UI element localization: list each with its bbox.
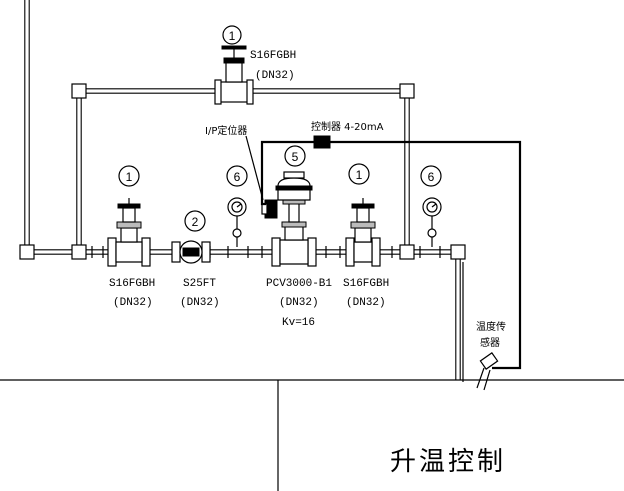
svg-text:1: 1 — [356, 168, 363, 182]
main-pipeline — [24, 0, 464, 382]
outlet-valve-tag: 1 — [348, 163, 370, 185]
positioner-label: I/P定位器 — [205, 124, 247, 137]
ip-positioner — [261, 199, 278, 219]
svg-text:2: 2 — [192, 215, 199, 229]
svg-text:1: 1 — [126, 170, 133, 184]
sensor-label-line1: 温度传 — [476, 320, 506, 333]
sensor-label-line2: 感器 — [480, 336, 500, 349]
strainer-size: (DN32) — [180, 297, 220, 309]
outlet-valve-size: (DN32) — [346, 297, 386, 309]
strainer-tag: 2 — [184, 210, 206, 232]
strainer — [171, 240, 211, 264]
control-valve-kv: Kv=16 — [282, 317, 315, 329]
controller-box — [313, 135, 331, 149]
gauge-left-tag: 6 — [226, 165, 248, 187]
positioner-leader — [245, 135, 264, 201]
outlet-globe-valve — [345, 198, 381, 267]
control-valve-model: PCV3000-B1 — [266, 278, 332, 290]
svg-text:5: 5 — [292, 150, 299, 164]
inlet-valve-tag: 1 — [118, 165, 140, 187]
temperature-sensor — [476, 352, 499, 391]
control-valve — [271, 171, 317, 267]
svg-text:6: 6 — [428, 170, 435, 184]
bypass-valve-tag: 1 — [222, 25, 242, 45]
controller-label: 控制器 4-20mA — [311, 120, 384, 133]
bypass-valve-model: S16FGBH — [250, 50, 296, 62]
drawing-title: 升温控制 — [390, 447, 506, 477]
signal-wiring — [260, 140, 522, 370]
svg-text:6: 6 — [234, 170, 241, 184]
pressure-gauge-left — [227, 197, 247, 247]
bypass-valve-size: (DN32) — [255, 70, 295, 82]
control-valve-tag: 5 — [284, 145, 306, 167]
drawing-frame — [0, 379, 624, 491]
gauge-right-tag: 6 — [420, 165, 442, 187]
inlet-valve-size: (DN32) — [113, 297, 153, 309]
inlet-globe-valve — [107, 198, 151, 267]
inlet-valve-model: S16FGBH — [109, 278, 155, 290]
control-valve-size: (DN32) — [279, 297, 319, 309]
svg-text:1: 1 — [229, 29, 236, 43]
outlet-valve-model: S16FGBH — [343, 278, 389, 290]
pressure-gauge-right — [422, 197, 442, 247]
strainer-model: S25FT — [183, 278, 216, 290]
bypass-globe-valve — [214, 45, 254, 105]
